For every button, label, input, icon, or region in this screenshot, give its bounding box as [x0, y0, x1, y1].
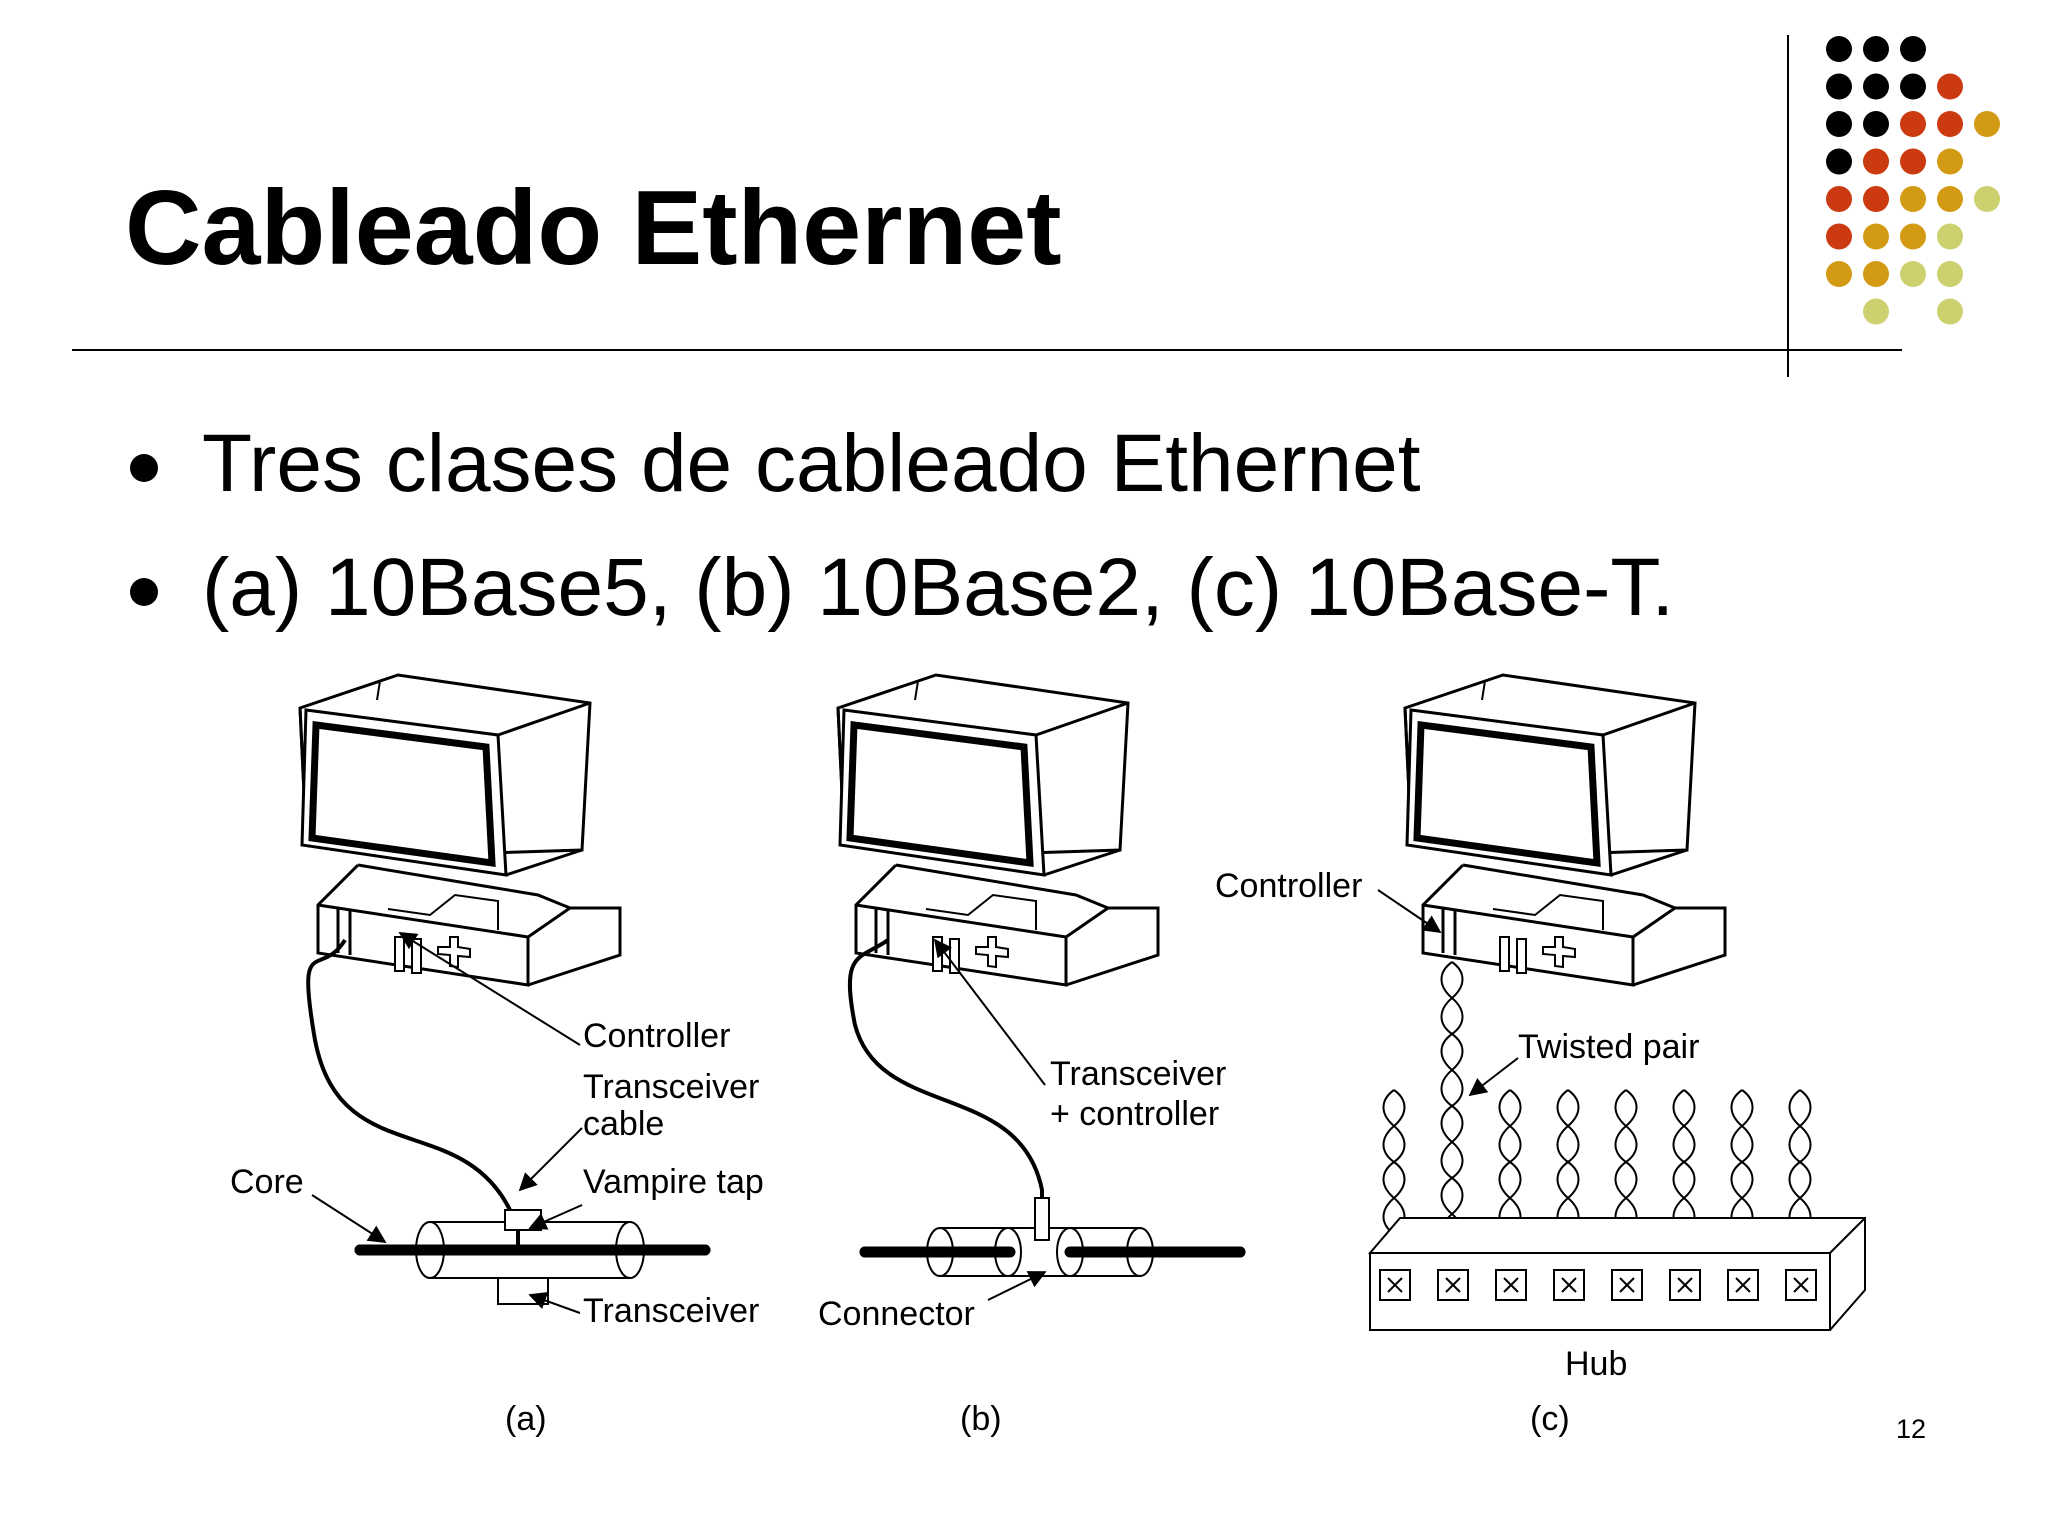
decorative-dot: [1937, 223, 1963, 250]
decorative-dot: [1937, 111, 1963, 137]
decorative-dot: [1937, 261, 1963, 287]
decorative-dot: [1900, 73, 1926, 100]
decorative-dot: [1937, 186, 1963, 212]
thick-coax-cable: [354, 1209, 711, 1305]
hub-box: [1368, 1217, 1866, 1332]
label-transceiver: Transceiver: [583, 1292, 759, 1330]
decorative-dot: [1900, 223, 1926, 250]
slide-title: Cableado Ethernet: [125, 169, 1062, 287]
decorative-dot: [1900, 186, 1926, 212]
label-controller-c: Controller: [1215, 867, 1362, 905]
decorative-dot: [1826, 111, 1852, 137]
panel-b-10base2: Transceiver + controller Connector (b): [818, 675, 1246, 1438]
bullet-dot-icon: [130, 578, 158, 606]
label-hub: Hub: [1565, 1345, 1627, 1383]
label-twisted-pair: Twisted pair: [1518, 1028, 1699, 1066]
decorative-dot: [1900, 261, 1926, 287]
label-connector: Connector: [818, 1295, 975, 1333]
label-transceiver-controller-line2: + controller: [1050, 1095, 1219, 1133]
title-divider: [72, 349, 1902, 351]
decorative-dot-grid: [1826, 36, 2000, 325]
thin-coax-cable: [859, 1197, 1246, 1277]
bullet-text: (a) 10Base5, (b) 10Base2, (c) 10Base-T.: [202, 542, 1675, 633]
decorative-dot: [1900, 36, 1926, 62]
decorative-dot: [1863, 223, 1889, 250]
decorative-dot: [1826, 261, 1852, 287]
decorative-dot: [1826, 36, 1852, 62]
computer-icon: [838, 675, 1158, 985]
hub-ports: [1379, 1269, 1817, 1301]
transceiver-box: [497, 1277, 549, 1305]
decorative-dot: [1863, 186, 1889, 212]
decorative-dot: [1900, 111, 1926, 137]
bullet-item: Tres clases de cableado Ethernet: [130, 402, 1674, 526]
transceiver-cable: [306, 938, 517, 1226]
label-core: Core: [230, 1163, 304, 1201]
decorative-dot: [1900, 148, 1926, 175]
decorative-dot: [1863, 111, 1889, 137]
decorative-dot: [1863, 148, 1889, 175]
bullet-dot-icon: [130, 454, 158, 482]
panel-a-10base5: Controller Transceiver cable Core Vampir…: [230, 675, 764, 1438]
ethernet-cabling-figure: Controller Transceiver cable Core Vampir…: [230, 650, 1866, 1438]
decorative-dot: [1826, 148, 1852, 175]
decorative-dot: [1863, 298, 1889, 325]
thin-coax-drop: [847, 938, 1044, 1205]
decorative-dot: [1863, 261, 1889, 287]
caption-a: (a): [505, 1400, 547, 1438]
bullet-text: Tres clases de cableado Ethernet: [202, 418, 1421, 509]
bullet-list: Tres clases de cableado Ethernet (a) 10B…: [130, 402, 1674, 650]
decorative-dot: [1863, 36, 1889, 62]
caption-c: (c): [1530, 1400, 1570, 1438]
vampire-tap: [504, 1209, 542, 1231]
label-vampire-tap: Vampire tap: [583, 1163, 764, 1201]
decorative-dot: [1863, 73, 1889, 100]
computer-icon: [1405, 675, 1725, 985]
decorative-dot: [1826, 186, 1852, 212]
bullet-item: (a) 10Base5, (b) 10Base2, (c) 10Base-T.: [130, 526, 1674, 650]
decorative-dot: [1937, 148, 1963, 175]
decorative-dot: [1826, 73, 1852, 100]
decorative-dot: [1974, 111, 2000, 137]
decorative-dot: [1937, 73, 1963, 100]
label-transceiver-controller-line1: Transceiver: [1050, 1055, 1226, 1093]
decorative-dot: [1826, 223, 1852, 250]
label-controller-a: Controller: [583, 1017, 730, 1055]
corner-divider: [1787, 35, 1789, 377]
decorative-dot: [1974, 186, 2000, 212]
label-transceiver-cable-line1: Transceiver: [583, 1068, 759, 1106]
label-transceiver-cable-line2: cable: [583, 1105, 664, 1143]
decorative-dot: [1937, 298, 1963, 325]
page-number: 12: [1896, 1414, 1927, 1444]
t-connector: [1034, 1197, 1050, 1241]
computer-icon: [300, 675, 620, 985]
caption-b: (b): [960, 1400, 1002, 1438]
panel-c-10base-t: Controller Twisted pair: [1215, 675, 1866, 1438]
